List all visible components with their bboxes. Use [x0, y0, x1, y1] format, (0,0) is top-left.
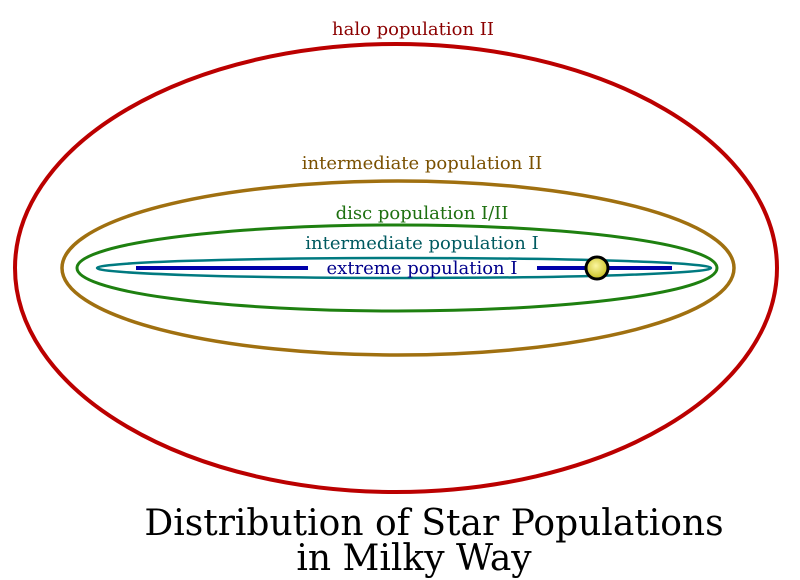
intermediate-population-i-label: intermediate population I: [305, 233, 538, 254]
sun-icon: [584, 255, 610, 281]
extreme-population-label: extreme population I: [327, 258, 518, 279]
intermediate-population-i-ellipse: [95, 256, 713, 280]
disc-population-ellipse: [75, 223, 719, 313]
diagram-title-line-2: in Milky Way: [296, 538, 532, 579]
halo-ellipse: [13, 42, 779, 494]
diagram-title-line-1: Distribution of Star Populations: [144, 503, 723, 544]
disc-population-label: disc population I/II: [336, 203, 509, 224]
intermediate-population-ii-ellipse: [60, 179, 736, 357]
intermediate-population-ii-label: intermediate population II: [302, 153, 543, 174]
halo-label: halo population II: [332, 19, 494, 40]
